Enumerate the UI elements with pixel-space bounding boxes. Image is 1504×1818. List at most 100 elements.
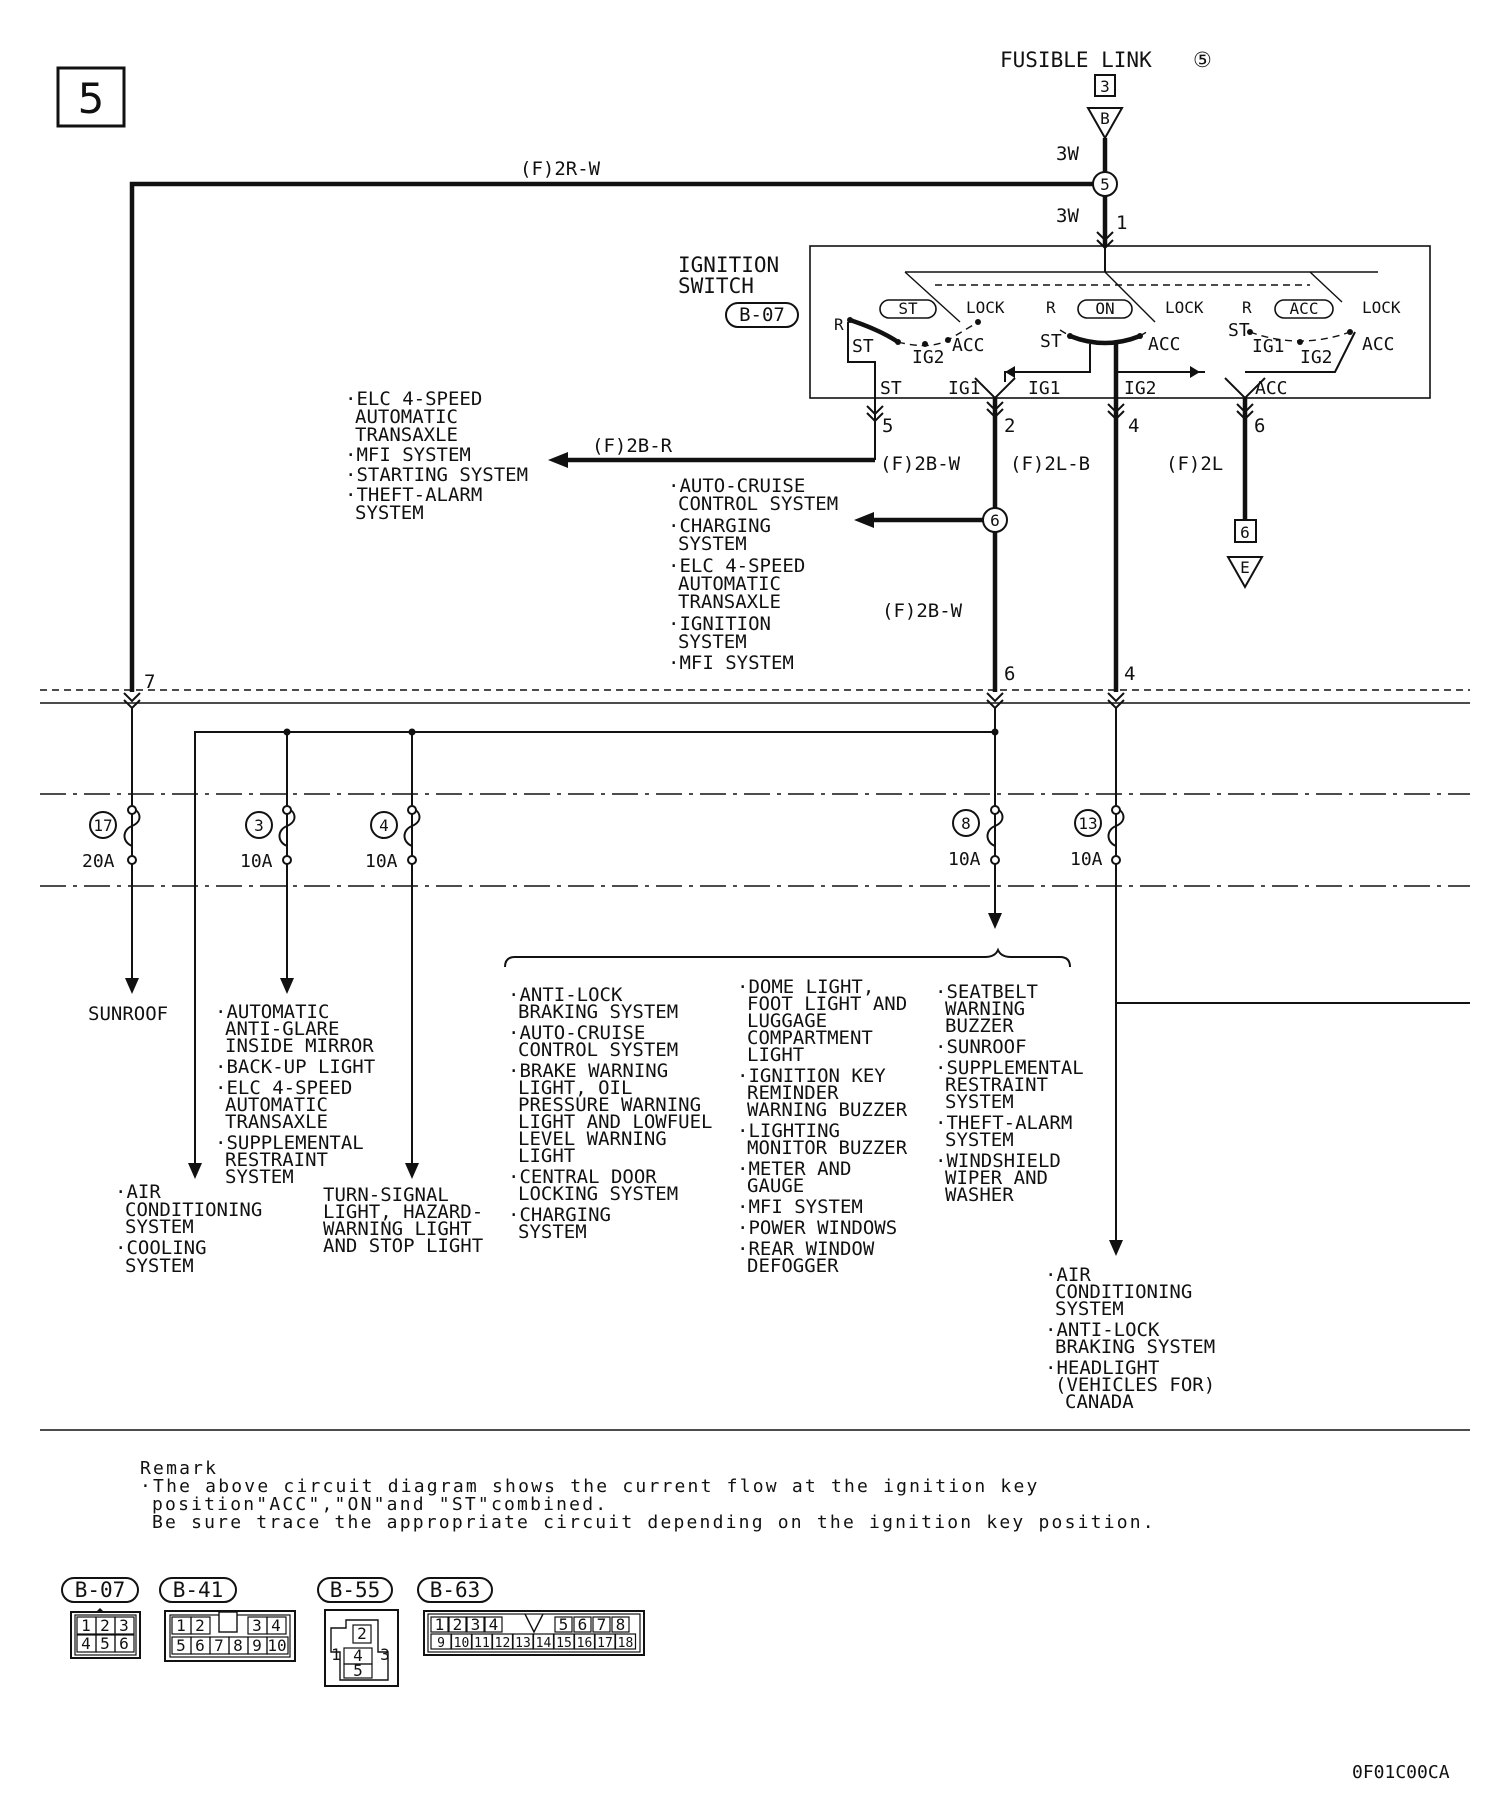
svg-text:CONDITIONING: CONDITIONING — [125, 1199, 262, 1221]
pos-st-label: ST — [898, 299, 918, 318]
svg-text:3: 3 — [119, 1616, 129, 1635]
b63-pin-label: 14 — [536, 1636, 552, 1651]
page-number: 5 — [78, 74, 105, 123]
svg-text:WASHER: WASHER — [945, 1184, 1014, 1206]
svg-text:·ANTI-LOCK: ·ANTI-LOCK — [1045, 1319, 1160, 1341]
svg-text:WARNING: WARNING — [945, 998, 1025, 1020]
ig1-out-label-2: IG1 — [1028, 378, 1061, 399]
svg-text:(VEHICLES FOR): (VEHICLES FOR) — [1055, 1374, 1215, 1396]
ig2-out-label: IG2 — [1124, 378, 1157, 399]
connector-b-55-name: B-55 — [330, 1578, 381, 1602]
svg-text:LIGHT: LIGHT — [518, 1145, 575, 1167]
term-st: 5 — [882, 415, 893, 437]
svg-text:WIPER AND: WIPER AND — [945, 1167, 1048, 1189]
figure-code: 0F01C00CA — [1352, 1762, 1450, 1783]
svg-text:4: 4 — [81, 1634, 91, 1653]
b63-pin-label: 15 — [556, 1636, 572, 1651]
svg-text:WARNING LIGHT: WARNING LIGHT — [323, 1218, 472, 1240]
ignition-switch-connector: B-07 — [739, 304, 785, 326]
fuse-4: 4 10A — [365, 805, 421, 872]
pin-left: 7 — [144, 671, 155, 693]
fuse-13-num: 13 — [1078, 814, 1097, 833]
boundary-lines: 7 6 4 — [40, 663, 1470, 1431]
svg-text:SYSTEM: SYSTEM — [125, 1216, 194, 1238]
source-connector-box: 3 — [1100, 77, 1110, 96]
svg-text:8: 8 — [233, 1636, 243, 1655]
b63-pin-label: 11 — [474, 1636, 490, 1651]
svg-text:6: 6 — [119, 1634, 129, 1653]
svg-text:LUGGAGE: LUGGAGE — [747, 1010, 827, 1032]
remark-line-3: Be sure trace the appropriate circuit de… — [152, 1512, 1156, 1533]
svg-text:·AIR: ·AIR — [115, 1181, 161, 1203]
svg-text:LIGHT, OIL: LIGHT, OIL — [518, 1077, 632, 1099]
fuse-13-rating: 10A — [1070, 849, 1103, 870]
svg-text:SYSTEM: SYSTEM — [945, 1091, 1014, 1113]
ignition-switch: IGNITION SWITCH B-07 ST LOCK R ST IG2 AC… — [678, 245, 1431, 403]
svg-text:·BACK-UP LIGHT: ·BACK-UP LIGHT — [215, 1056, 375, 1078]
b63-pin-cell — [614, 1633, 637, 1650]
svg-text:BRAKING SYSTEM: BRAKING SYSTEM — [518, 1001, 678, 1023]
ignition-switch-title-1: IGNITION — [678, 253, 779, 277]
svg-text:·THEFT-ALARM: ·THEFT-ALARM — [935, 1112, 1072, 1134]
junction-ig1-label: 6 — [990, 511, 1000, 530]
acc-out-box: 6 — [1240, 523, 1250, 542]
r-label-2: R — [1046, 298, 1056, 317]
svg-text:·SEATBELT: ·SEATBELT — [935, 981, 1038, 1003]
b63-pin-label: 9 — [437, 1636, 445, 1651]
svg-text:GAUGE: GAUGE — [747, 1175, 804, 1197]
svg-text:SYSTEM: SYSTEM — [678, 631, 747, 653]
svg-text:·IGNITION: ·IGNITION — [668, 613, 771, 635]
ignition-switch-connector-oval — [725, 302, 799, 328]
connector-b-41-name: B-41 — [173, 1578, 224, 1602]
svg-text:·DOME LIGHT,: ·DOME LIGHT, — [737, 976, 874, 998]
svg-text:CANADA: CANADA — [1065, 1391, 1134, 1413]
svg-text:·THEFT-ALARM: ·THEFT-ALARM — [345, 484, 482, 506]
b63-pin-cell — [554, 1616, 573, 1633]
svg-text:·MFI SYSTEM: ·MFI SYSTEM — [737, 1196, 863, 1218]
start-target-1: ·ELC 4-SPEED — [345, 388, 482, 410]
b63-pin-label: 6 — [578, 1615, 588, 1634]
svg-text:5: 5 — [176, 1636, 186, 1655]
svg-text:WARNING BUZZER: WARNING BUZZER — [747, 1099, 908, 1121]
term-ig1: 2 — [1004, 415, 1015, 437]
svg-text:2: 2 — [195, 1616, 205, 1635]
ig1-bus — [194, 731, 995, 1175]
start-targets: ·ELC 4-SPEED AUTOMATIC TRANSAXLE ·MFI SY… — [345, 388, 528, 524]
start-wire-label: (F)2B-R — [592, 435, 673, 457]
load-fuse8-col1: ·ANTI-LOCK BRAKING SYSTEM ·AUTO-CRUISE C… — [508, 984, 712, 1243]
svg-text:SYSTEM: SYSTEM — [125, 1255, 194, 1277]
svg-text:·SUPPLEMENTAL: ·SUPPLEMENTAL — [215, 1132, 364, 1154]
svg-text:4: 4 — [271, 1616, 281, 1635]
fuse-3-num: 3 — [254, 816, 264, 835]
svg-text:TRANSAXLE: TRANSAXLE — [225, 1111, 328, 1133]
fuse-17-rating: 20A — [82, 851, 115, 872]
load-fuse8-col3: ·SEATBELT WARNING BUZZER ·SUNROOF ·SUPPL… — [935, 981, 1084, 1206]
svg-text:·AUTO-CRUISE: ·AUTO-CRUISE — [508, 1022, 645, 1044]
junction-5 — [1092, 171, 1118, 197]
svg-text:DEFOGGER: DEFOGGER — [747, 1255, 839, 1277]
ig1-lower-label: (F)2B-W — [882, 600, 963, 622]
ig2-wire-label: (F)2L-B — [1010, 453, 1090, 475]
b63-pin-cell — [611, 1616, 630, 1633]
svg-text:·REAR WINDOW: ·REAR WINDOW — [737, 1238, 875, 1260]
fusible-link-number: ⑤ — [1193, 48, 1212, 72]
svg-text:·POWER WINDOWS: ·POWER WINDOWS — [737, 1217, 897, 1239]
fusible-link-source: FUSIBLE LINK ⑤ 3 B 3W 3W 1 — [1000, 48, 1212, 234]
svg-text:·CENTRAL DOOR: ·CENTRAL DOOR — [508, 1166, 657, 1188]
svg-text:·CHARGING: ·CHARGING — [508, 1204, 611, 1226]
fuse-3-rating: 10A — [240, 851, 273, 872]
wire-size-top: 3W — [1056, 143, 1079, 165]
b63-pin-cell — [448, 1616, 467, 1633]
svg-text:INSIDE MIRROR: INSIDE MIRROR — [225, 1035, 374, 1057]
remark-line-1: ·The above circuit diagram shows the cur… — [140, 1476, 1040, 1497]
svg-text:2: 2 — [100, 1616, 110, 1635]
fuse-8-rating: 10A — [948, 849, 981, 870]
left-main-wire — [129, 181, 1093, 692]
term-acc: 6 — [1254, 415, 1265, 437]
connector-b-41: B-41 1 2 3 4 5 6 7 8 9 10 — [159, 1577, 296, 1662]
svg-text:SYSTEM: SYSTEM — [945, 1129, 1014, 1151]
svg-text:AUTOMATIC: AUTOMATIC — [225, 1094, 328, 1116]
load-sunroof: SUNROOF — [88, 1003, 168, 1025]
acc-out-label: ACC — [1255, 378, 1288, 399]
